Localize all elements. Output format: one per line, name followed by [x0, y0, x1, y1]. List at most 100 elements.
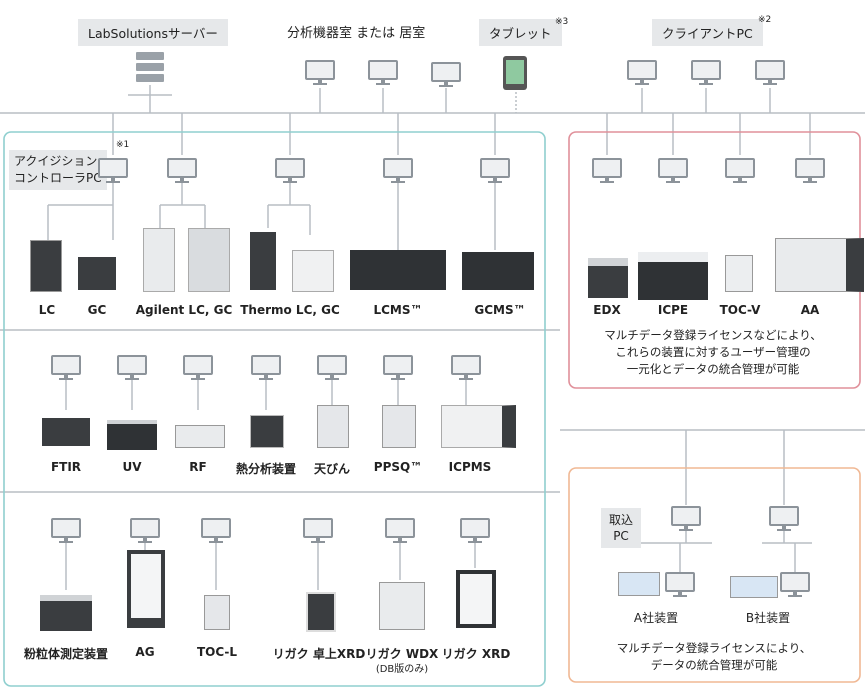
ag-icon: [127, 550, 165, 628]
label-edx: EDX: [593, 303, 621, 317]
pc-monitor-icon: [183, 355, 213, 381]
pc-monitor-icon: [275, 158, 305, 184]
thermo-lc-icon: [250, 232, 276, 290]
rigaku-xrd-icon: [456, 570, 496, 628]
rigaku-wdx-icon: [379, 582, 425, 630]
acq-label-line1: アクイジション: [14, 154, 98, 168]
pc-monitor-icon: [725, 158, 755, 184]
pc-monitor-icon: [305, 60, 335, 86]
tablet-label: タブレット: [479, 19, 562, 46]
balance-icon: [317, 405, 349, 448]
pc-monitor-icon: [51, 518, 81, 544]
label-icpe: ICPE: [657, 303, 689, 317]
pc-monitor-icon: [303, 518, 333, 544]
label-company-b: B社装置: [745, 611, 791, 625]
label-thermal: 熱分析装置: [235, 462, 297, 476]
pink-caption-line3: 一元化とデータの統合管理が可能: [626, 362, 800, 376]
thermo-gc-icon: [292, 250, 334, 292]
client-pc-label: クライアントPC: [652, 19, 763, 46]
orange-caption: マルチデータ登録ライセンスにより、 データの統合管理が可能: [617, 640, 812, 674]
pink-caption-line1: マルチデータ登録ライセンスなどにより、: [604, 328, 822, 342]
pc-monitor-icon: [460, 518, 490, 544]
powder-analyzer-icon: [40, 595, 92, 631]
label-gc: GC: [87, 303, 107, 317]
label-toc-l: TOC-L: [196, 645, 238, 659]
pc-monitor-icon: [167, 158, 197, 184]
pc-monitor-icon: [691, 60, 721, 86]
pc-monitor-icon: [385, 518, 415, 544]
label-thermo: Thermo LC, GC: [240, 303, 340, 317]
label-toc-v: TOC-V: [719, 303, 761, 317]
acq-label-line2: コントローラPC: [14, 171, 102, 185]
pc-monitor-icon: [627, 60, 657, 86]
label-wdx: リガク WDX: [365, 647, 439, 661]
toc-l-icon: [204, 595, 230, 630]
company-b-device-icon: [730, 576, 778, 598]
label-ftir: FTIR: [50, 460, 82, 474]
pc-monitor-icon: [451, 355, 481, 381]
pc-monitor-icon: [592, 158, 622, 184]
aa-icon: [775, 238, 864, 292]
pc-monitor-icon: [665, 572, 695, 598]
label-rf: RF: [189, 460, 207, 474]
pc-monitor-icon: [658, 158, 688, 184]
acq-note: ※1: [116, 140, 130, 150]
pc-monitor-icon: [368, 60, 398, 86]
edx-icon: [588, 258, 628, 298]
label-lc: LC: [38, 303, 56, 317]
label-ppsq: PPSQ™: [373, 460, 423, 474]
ppsq-icon: [382, 405, 416, 448]
agilent-gc-icon: [188, 228, 230, 292]
pc-monitor-icon: [117, 355, 147, 381]
label-xrd: リガク XRD: [441, 647, 511, 661]
tablet-icon: [503, 56, 527, 90]
server-icon: [136, 52, 164, 86]
gc-instrument-icon: [78, 257, 116, 290]
lcms-instrument-icon: [350, 250, 446, 290]
icpe-icon: [638, 252, 708, 300]
lc-instrument-icon: [30, 240, 62, 292]
pc-monitor-icon: [769, 506, 799, 532]
pc-monitor-icon: [795, 158, 825, 184]
tablet-note: ※3: [555, 17, 569, 27]
intake-pc-label: 取込 PC: [601, 508, 642, 548]
rf-icon: [175, 425, 225, 448]
pc-monitor-icon: [98, 158, 128, 184]
label-gcms: GCMS™: [474, 303, 526, 317]
label-powder: 粉粒体測定装置: [23, 647, 109, 661]
label-uv: UV: [122, 460, 142, 474]
rigaku-benchtop-xrd-icon: [306, 592, 336, 632]
pc-monitor-icon: [383, 355, 413, 381]
pc-monitor-icon: [671, 506, 701, 532]
label-aa: AA: [800, 303, 820, 317]
label-company-a: A社装置: [633, 611, 679, 625]
pc-monitor-icon: [251, 355, 281, 381]
server-label: LabSolutionsサーバー: [78, 19, 228, 46]
orange-caption-line2: データの統合管理が可能: [650, 658, 778, 672]
pc-monitor-icon: [201, 518, 231, 544]
label-benchtop-xrd: リガク 卓上XRD: [272, 647, 366, 661]
lab-room-label: 分析機器室 または 居室: [287, 26, 426, 41]
intake-line2: PC: [613, 529, 629, 543]
label-ag: AG: [135, 645, 155, 659]
label-agilent: Agilent LC, GC: [135, 303, 233, 317]
agilent-lc-icon: [143, 228, 175, 292]
pc-monitor-icon: [755, 60, 785, 86]
acq-label: アクイジション コントローラPC: [9, 150, 107, 190]
company-a-device-icon: [618, 572, 660, 596]
icpms-icon: [441, 405, 516, 448]
uv-icon: [107, 420, 157, 450]
pc-monitor-icon: [780, 572, 810, 598]
thermal-analyzer-icon: [250, 415, 284, 448]
label-lcms: LCMS™: [373, 303, 423, 317]
label-icpms: ICPMS: [448, 460, 492, 474]
pc-monitor-icon: [480, 158, 510, 184]
toc-v-icon: [725, 255, 753, 292]
pc-monitor-icon: [317, 355, 347, 381]
pc-monitor-icon: [383, 158, 413, 184]
pink-caption-line2: これらの装置に対するユーザー管理の: [615, 345, 811, 359]
pink-caption: マルチデータ登録ライセンスなどにより、 これらの装置に対するユーザー管理の 一元…: [604, 327, 822, 378]
orange-caption-line1: マルチデータ登録ライセンスにより、: [616, 641, 812, 655]
pc-monitor-icon: [431, 62, 461, 88]
